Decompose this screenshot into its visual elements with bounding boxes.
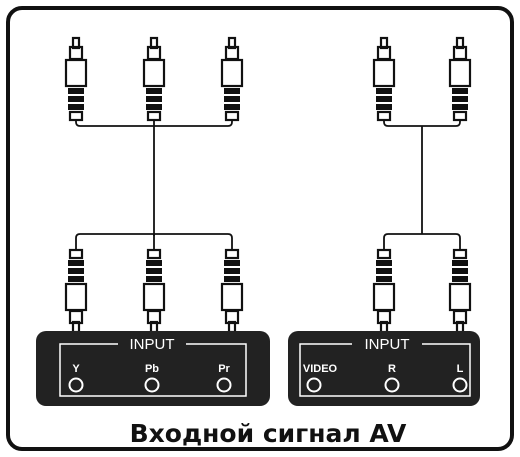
component-cable — [64, 36, 244, 334]
port-label-y: Y — [72, 363, 80, 375]
panel-body — [288, 331, 480, 406]
av-cable — [372, 36, 472, 334]
port-label-pr: Pr — [218, 363, 230, 375]
cable-harness-bottom — [383, 233, 461, 250]
rca-jack-icon — [216, 377, 232, 393]
rca-jack-icon — [68, 377, 84, 393]
rca-jack-icon — [306, 377, 322, 393]
panel-body — [36, 331, 270, 406]
panel-title: INPUT — [365, 336, 410, 353]
port-label-pb: Pb — [145, 363, 159, 375]
rca-jack-icon — [384, 377, 400, 393]
port-label-r: R — [388, 363, 396, 375]
port-label-video: VIDEO — [303, 363, 338, 375]
diagram-caption: Входной сигнал AV — [130, 419, 407, 448]
input-panel-av: INPUT VIDEO R L — [288, 331, 480, 406]
rca-jack-icon — [452, 377, 468, 393]
panel-title: INPUT — [130, 336, 175, 353]
rca-jack-icon — [144, 377, 160, 393]
port-label-l: L — [457, 363, 464, 375]
input-panel-component: INPUT Y Pb Pr — [36, 331, 270, 406]
